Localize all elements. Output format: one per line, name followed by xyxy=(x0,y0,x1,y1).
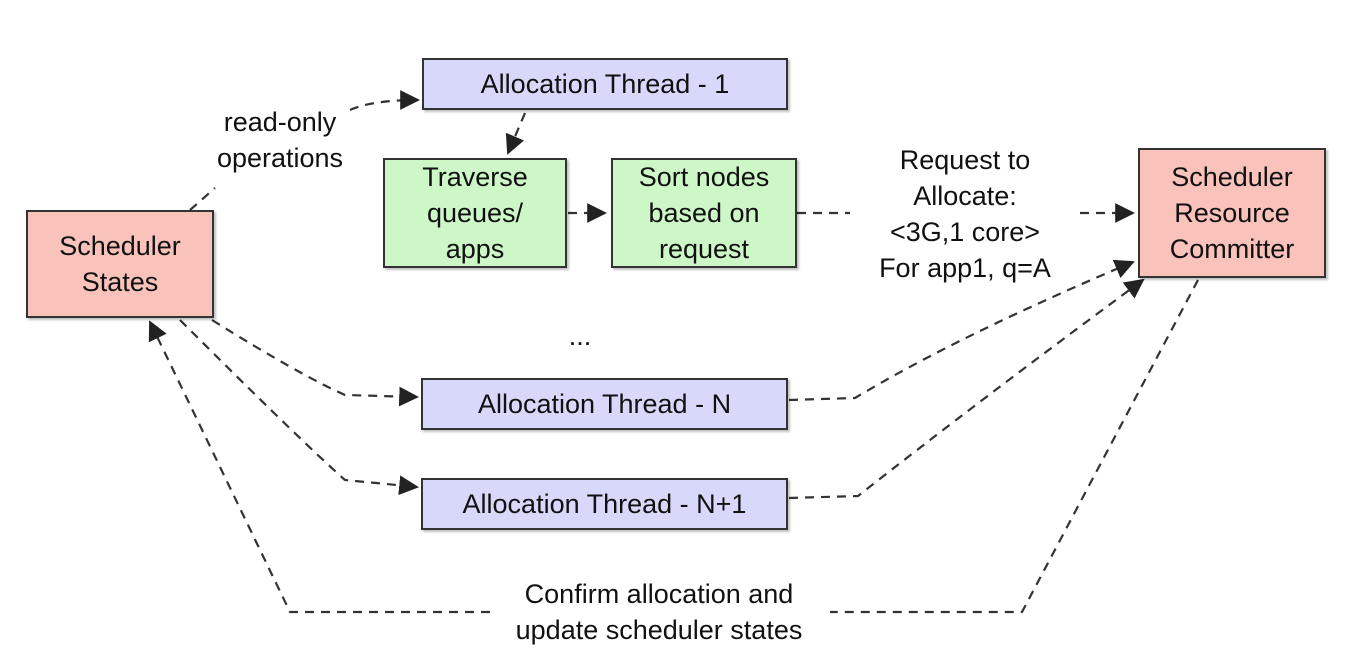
edge-states-to-thread-1 xyxy=(189,187,216,211)
allocation-thread-1-node: Allocation Thread - 1 xyxy=(422,58,788,110)
edge-thread-1-to-traverse xyxy=(505,112,527,155)
edge-thread-n1-to-committer xyxy=(788,278,1145,500)
edge-read-only-to-thread-1 xyxy=(349,90,420,112)
sort-nodes-node: Sort nodes based on request xyxy=(611,158,797,268)
edge-thread-n-to-committer xyxy=(788,259,1135,402)
ellipsis-label: ... xyxy=(568,321,592,351)
edge-confirm-to-states xyxy=(148,320,490,614)
edge-committer-to-confirm xyxy=(830,279,1199,614)
traverse-queues-node: Traverse queues/ apps xyxy=(383,158,567,268)
edge-states-to-thread-n xyxy=(211,319,419,407)
allocation-thread-n-node: Allocation Thread - N xyxy=(421,378,788,430)
edge-states-to-thread-n1 xyxy=(179,319,419,496)
allocation-thread-n1-node: Allocation Thread - N+1 xyxy=(421,478,788,530)
confirm-allocation-label: Confirm allocation and update scheduler … xyxy=(515,579,803,645)
scheduler-resource-committer-node: Scheduler Resource Committer xyxy=(1138,148,1326,278)
request-to-allocate-label: Request to Allocate: <3G,1 core> For app… xyxy=(879,145,1051,283)
scheduler-states-node: Scheduler States xyxy=(26,210,214,318)
read-only-operations-label: read-only operations xyxy=(216,107,344,173)
